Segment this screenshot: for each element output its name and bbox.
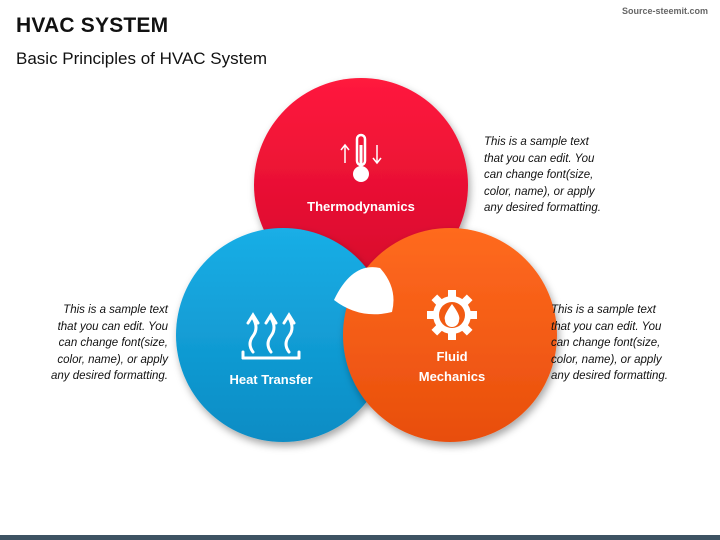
note-line: any desired formatting.: [51, 370, 168, 382]
source-credit: Source-steemit.com: [621, 6, 708, 16]
label-mechanics: Mechanics: [419, 369, 485, 384]
note-line: that you can edit. You: [484, 152, 595, 165]
note-line: that you can edit. You: [57, 320, 168, 333]
label-heat-transfer: Heat Transfer: [229, 372, 312, 387]
center-gap: [334, 267, 394, 315]
note-right: This is a sample text that you can edit.…: [551, 302, 720, 385]
note-line: can change font(size,: [58, 337, 168, 349]
page-title: HVAC SYSTEM: [16, 14, 169, 37]
note-top: This is a sample text that you can edit.…: [484, 134, 654, 217]
note-line: color, name), or apply: [57, 353, 168, 366]
note-line: any desired formatting.: [551, 370, 668, 382]
note-line: that you can edit. You: [551, 320, 662, 333]
bottom-bar: [0, 535, 720, 540]
page-subtitle: Basic Principles of HVAC System: [16, 49, 267, 68]
note-line: color, name), or apply: [484, 185, 595, 198]
heat-waves-icon: [241, 312, 301, 360]
label-fluid: Fluid: [436, 349, 467, 364]
thermometer-icon: [340, 133, 382, 182]
note-line: can change font(size,: [484, 169, 594, 181]
note-line: can change font(size,: [551, 337, 661, 349]
note-left: This is a sample text that you can edit.…: [0, 302, 168, 385]
gear-droplet-icon: [427, 290, 477, 340]
label-thermodynamics: Thermodynamics: [307, 199, 415, 214]
note-line: This is a sample text: [551, 304, 656, 316]
note-line: This is a sample text: [484, 136, 589, 148]
circle-heat-transfer: [176, 228, 390, 442]
note-line: This is a sample text: [63, 304, 168, 316]
note-line: any desired formatting.: [484, 202, 601, 214]
note-line: color, name), or apply: [551, 353, 662, 366]
